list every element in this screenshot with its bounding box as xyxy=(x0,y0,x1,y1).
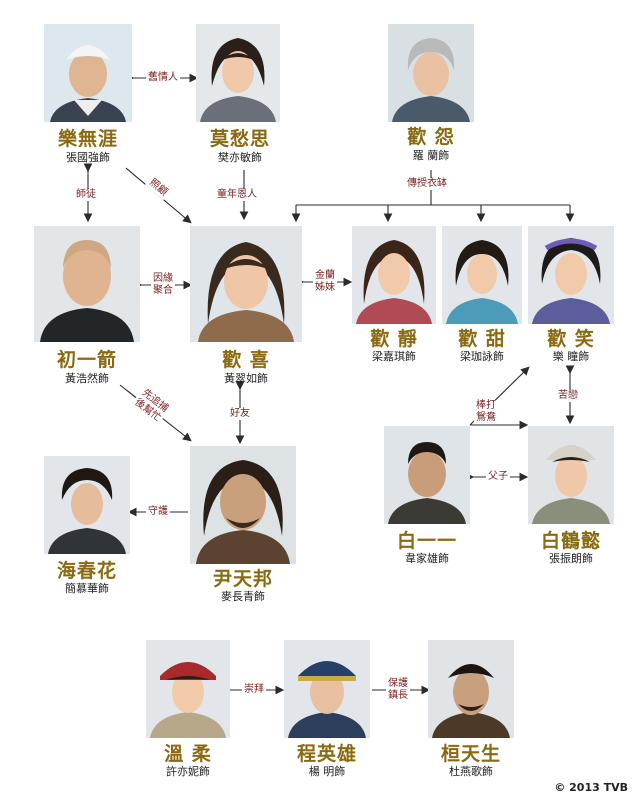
portrait-fun-hei xyxy=(190,226,302,342)
portrait-wun-tin-sang xyxy=(428,640,514,738)
actor-lok-mou-ngai: 張國強飾 xyxy=(66,151,110,164)
relation-matchmake: 棒打 鴛鴦 xyxy=(474,400,498,424)
actor-fun-hei: 黃翠如飾 xyxy=(224,372,268,385)
role-mok-sau-si: 莫愁思 xyxy=(209,128,270,150)
role-fun-tim: 歡 甜 xyxy=(458,328,506,350)
relation-childhood-benefactor: 童年恩人 xyxy=(215,189,259,201)
relation-fate: 因緣 聚合 xyxy=(151,273,175,297)
portrait-fun-ching xyxy=(352,226,436,324)
role-wun-tin-sang: 桓天生 xyxy=(440,743,501,765)
actor-mok-sau-si: 樊亦敏飾 xyxy=(218,151,262,164)
relation-sworn-sisters: 金蘭 姊妹 xyxy=(313,270,337,294)
actor-ching-ying-hung: 楊 明飾 xyxy=(308,765,346,778)
role-pak-hok-yi: 白鶴懿 xyxy=(540,530,601,552)
role-cho-yat-chin: 初一箭 xyxy=(56,349,117,371)
portrait-lok-mou-ngai xyxy=(44,24,132,122)
relation-bitter-love: 苦戀 xyxy=(556,390,580,402)
portrait-ching-ying-hung xyxy=(284,640,370,738)
portrait-pak-yat-yat xyxy=(384,426,470,524)
relation-master-disciple: 師徒 xyxy=(74,189,98,201)
actor-fun-ching: 梁嘉琪飾 xyxy=(372,350,416,363)
portrait-fun-tim xyxy=(442,226,522,324)
actor-cho-yat-chin: 黃浩然飾 xyxy=(65,372,109,385)
relation-old-lovers: 舊情人 xyxy=(146,72,180,84)
role-fun-yuen: 歡 怨 xyxy=(407,126,455,148)
actor-fun-siu: 樂 瞳飾 xyxy=(552,350,590,363)
relation-protect: 守護 xyxy=(146,506,170,518)
portrait-fun-yuen xyxy=(388,24,474,122)
role-wan-yau: 溫 柔 xyxy=(164,743,212,765)
role-fun-hei: 歡 喜 xyxy=(222,349,270,371)
actor-hoi-chun-fa: 簡慕華飾 xyxy=(65,582,109,595)
portrait-wan-tin-bong xyxy=(190,446,296,564)
actor-wan-yau: 許亦妮飾 xyxy=(166,765,210,778)
actor-fun-yuen: 羅 蘭飾 xyxy=(412,149,450,162)
actor-wan-tin-bong: 麥長青飾 xyxy=(221,590,265,603)
portrait-fun-siu xyxy=(528,226,614,324)
actor-fun-tim: 梁珈詠飾 xyxy=(460,350,504,363)
relation-admire: 崇拜 xyxy=(242,684,266,696)
relation-father-son: 父子 xyxy=(486,471,510,483)
actor-pak-hok-yi: 張振朗飾 xyxy=(549,552,593,565)
copyright: © 2013 TVB xyxy=(554,781,628,794)
relation-friends: 好友 xyxy=(228,408,252,420)
portrait-hoi-chun-fa xyxy=(44,456,130,554)
role-fun-siu: 歡 笑 xyxy=(547,328,595,350)
actor-pak-yat-yat: 韋家雄飾 xyxy=(405,552,449,565)
relation-protect-mayor: 保護 鎮長 xyxy=(386,678,410,702)
relation-pass-mantle: 傳授衣缽 xyxy=(405,178,449,190)
portrait-mok-sau-si xyxy=(196,24,280,122)
role-pak-yat-yat: 白一一 xyxy=(396,530,457,552)
actor-wun-tin-sang: 杜燕歌飾 xyxy=(449,765,493,778)
role-wan-tin-bong: 尹天邦 xyxy=(212,568,273,590)
role-fun-ching: 歡 靜 xyxy=(370,328,418,350)
portrait-cho-yat-chin xyxy=(34,226,140,342)
portrait-pak-hok-yi xyxy=(528,426,614,524)
role-lok-mou-ngai: 樂無涯 xyxy=(57,128,118,150)
role-ching-ying-hung: 程英雄 xyxy=(296,743,357,765)
role-hoi-chun-fa: 海春花 xyxy=(56,560,117,582)
portrait-wan-yau xyxy=(146,640,230,738)
